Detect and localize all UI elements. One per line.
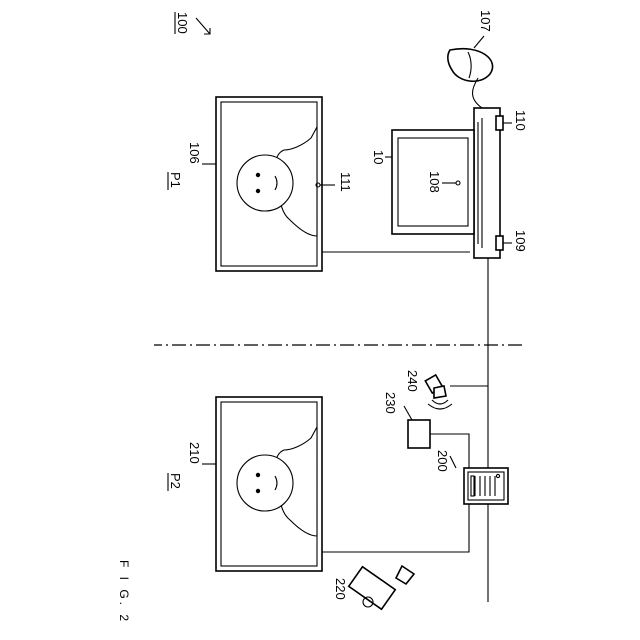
monitor-106: 111 106: [187, 97, 353, 271]
monitor-210-label: 210: [187, 442, 202, 464]
camera-220-label: 220: [333, 578, 348, 600]
system-ref-group: 100: [175, 12, 210, 34]
monitor-210: 210: [187, 397, 322, 571]
mouse-cord: [473, 78, 483, 108]
laptop-label: 10: [371, 150, 386, 164]
site-label-p1: P1: [168, 172, 183, 188]
network-wires: [322, 250, 488, 602]
laptop-port-bottom-label: 109: [513, 230, 528, 252]
server-200-label: 200: [435, 450, 450, 472]
light-240-wave-2: [428, 404, 452, 409]
box-230-label-leader: [404, 406, 412, 420]
mouse-107: 107: [448, 10, 493, 108]
figure-caption: F I G. 2: [117, 560, 131, 624]
monitor-106-camera-label: 111: [338, 172, 353, 192]
box-230-body: [408, 420, 430, 448]
rotated-drawing: 100 P1 P2 107: [117, 10, 528, 624]
camera-220-body: [349, 567, 396, 610]
laptop-10: 108 10 110 109: [371, 108, 528, 258]
box-230-label: 230: [383, 392, 398, 414]
monitor-210-person-face: [237, 455, 293, 511]
light-240-wave-1: [432, 400, 448, 404]
mouse-label-leader: [474, 36, 484, 48]
site-label-p2: P2: [168, 473, 183, 489]
camera-220-lens: [396, 566, 414, 584]
monitor-106-person-eye-left: [256, 173, 260, 177]
laptop-port-top-label: 110: [513, 110, 528, 131]
mouse-body: [448, 49, 493, 82]
mouse-label: 107: [478, 10, 493, 32]
laptop-port-bottom: [496, 236, 503, 250]
monitor-106-label: 106: [187, 142, 202, 164]
monitor-106-person-face: [237, 155, 293, 211]
system-ref-arrow: [196, 18, 210, 34]
laptop-screen-label: 108: [427, 171, 442, 193]
monitor-106-person-eye-right: [256, 189, 260, 193]
server-200: 200: [435, 450, 508, 504]
light-240-label: 240: [405, 370, 420, 392]
wire-monitor-p2: [322, 504, 469, 552]
box-230: 230: [383, 392, 430, 448]
monitor-210-person-eye-right: [256, 489, 260, 493]
camera-220: 220: [333, 566, 414, 609]
system-ref-label: 100: [175, 12, 190, 34]
light-240-cone: [434, 386, 446, 398]
light-240: 240: [405, 370, 452, 409]
laptop-port-top: [496, 116, 503, 130]
monitor-210-person-eye-left: [256, 473, 260, 477]
